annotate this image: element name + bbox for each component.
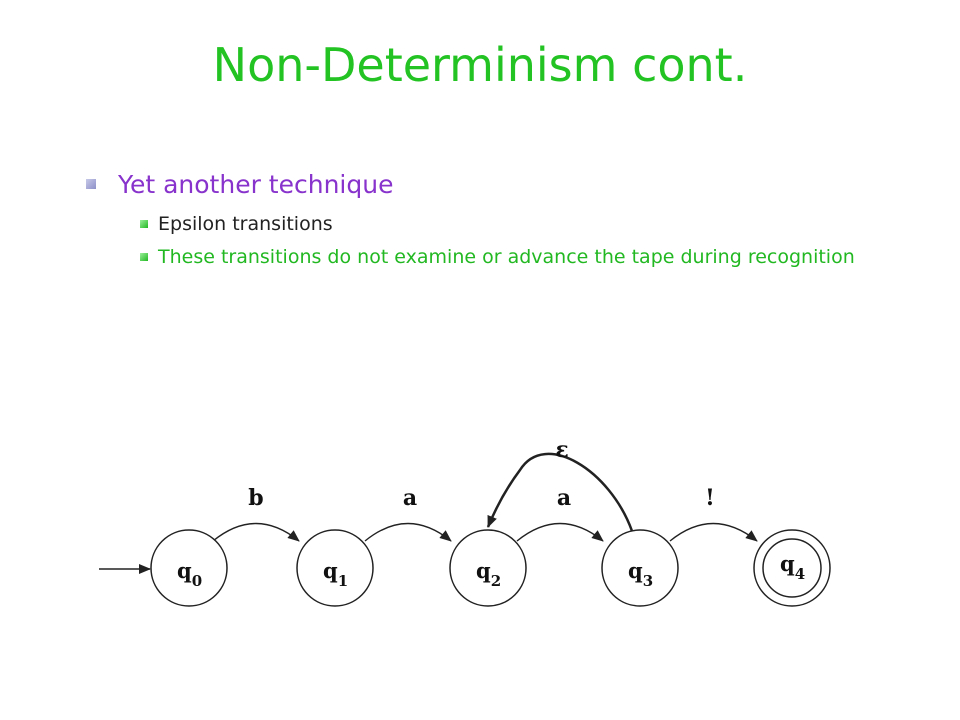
svg-text:q2: q2 bbox=[476, 558, 501, 590]
svg-text:q3: q3 bbox=[628, 558, 653, 590]
transition-q2-q3 bbox=[516, 522, 604, 542]
state-q2: q2 bbox=[449, 529, 527, 607]
sub-bullet-text: Epsilon transitions bbox=[158, 213, 333, 235]
label-b: b bbox=[248, 485, 263, 511]
bullet-main: Yet another technique bbox=[84, 165, 904, 205]
label-a: a bbox=[403, 485, 417, 511]
svg-text:q1: q1 bbox=[323, 558, 348, 590]
sub-bullet-description: These transitions do not examine or adva… bbox=[84, 244, 904, 271]
square-bullet-icon bbox=[140, 253, 148, 261]
label-exclamation: ! bbox=[705, 485, 715, 511]
state-q3: q3 bbox=[601, 529, 679, 607]
svg-text:q4: q4 bbox=[780, 551, 805, 583]
state-q1: q1 bbox=[296, 529, 374, 607]
state-q4-accept: q4 bbox=[753, 529, 831, 607]
square-bullet-icon bbox=[140, 220, 148, 228]
label-epsilon: ε bbox=[555, 437, 568, 463]
transition-q0-q1 bbox=[212, 522, 300, 542]
square-bullet-icon bbox=[86, 179, 96, 189]
sub-bullet-text: These transitions do not examine or adva… bbox=[158, 246, 855, 268]
svg-text:q0: q0 bbox=[177, 558, 202, 590]
label-a: a bbox=[557, 485, 571, 511]
sub-bullet-epsilon: Epsilon transitions bbox=[84, 211, 904, 238]
transition-q3-q2-epsilon bbox=[486, 452, 634, 532]
bullet-main-text: Yet another technique bbox=[118, 170, 394, 199]
state-q0: q0 bbox=[150, 529, 228, 607]
slide-title: Non-Determinism cont. bbox=[212, 38, 748, 92]
bullet-list: Yet another technique Epsilon transition… bbox=[84, 165, 904, 271]
transition-q3-q4 bbox=[669, 522, 758, 542]
transition-q1-q2 bbox=[364, 522, 452, 542]
